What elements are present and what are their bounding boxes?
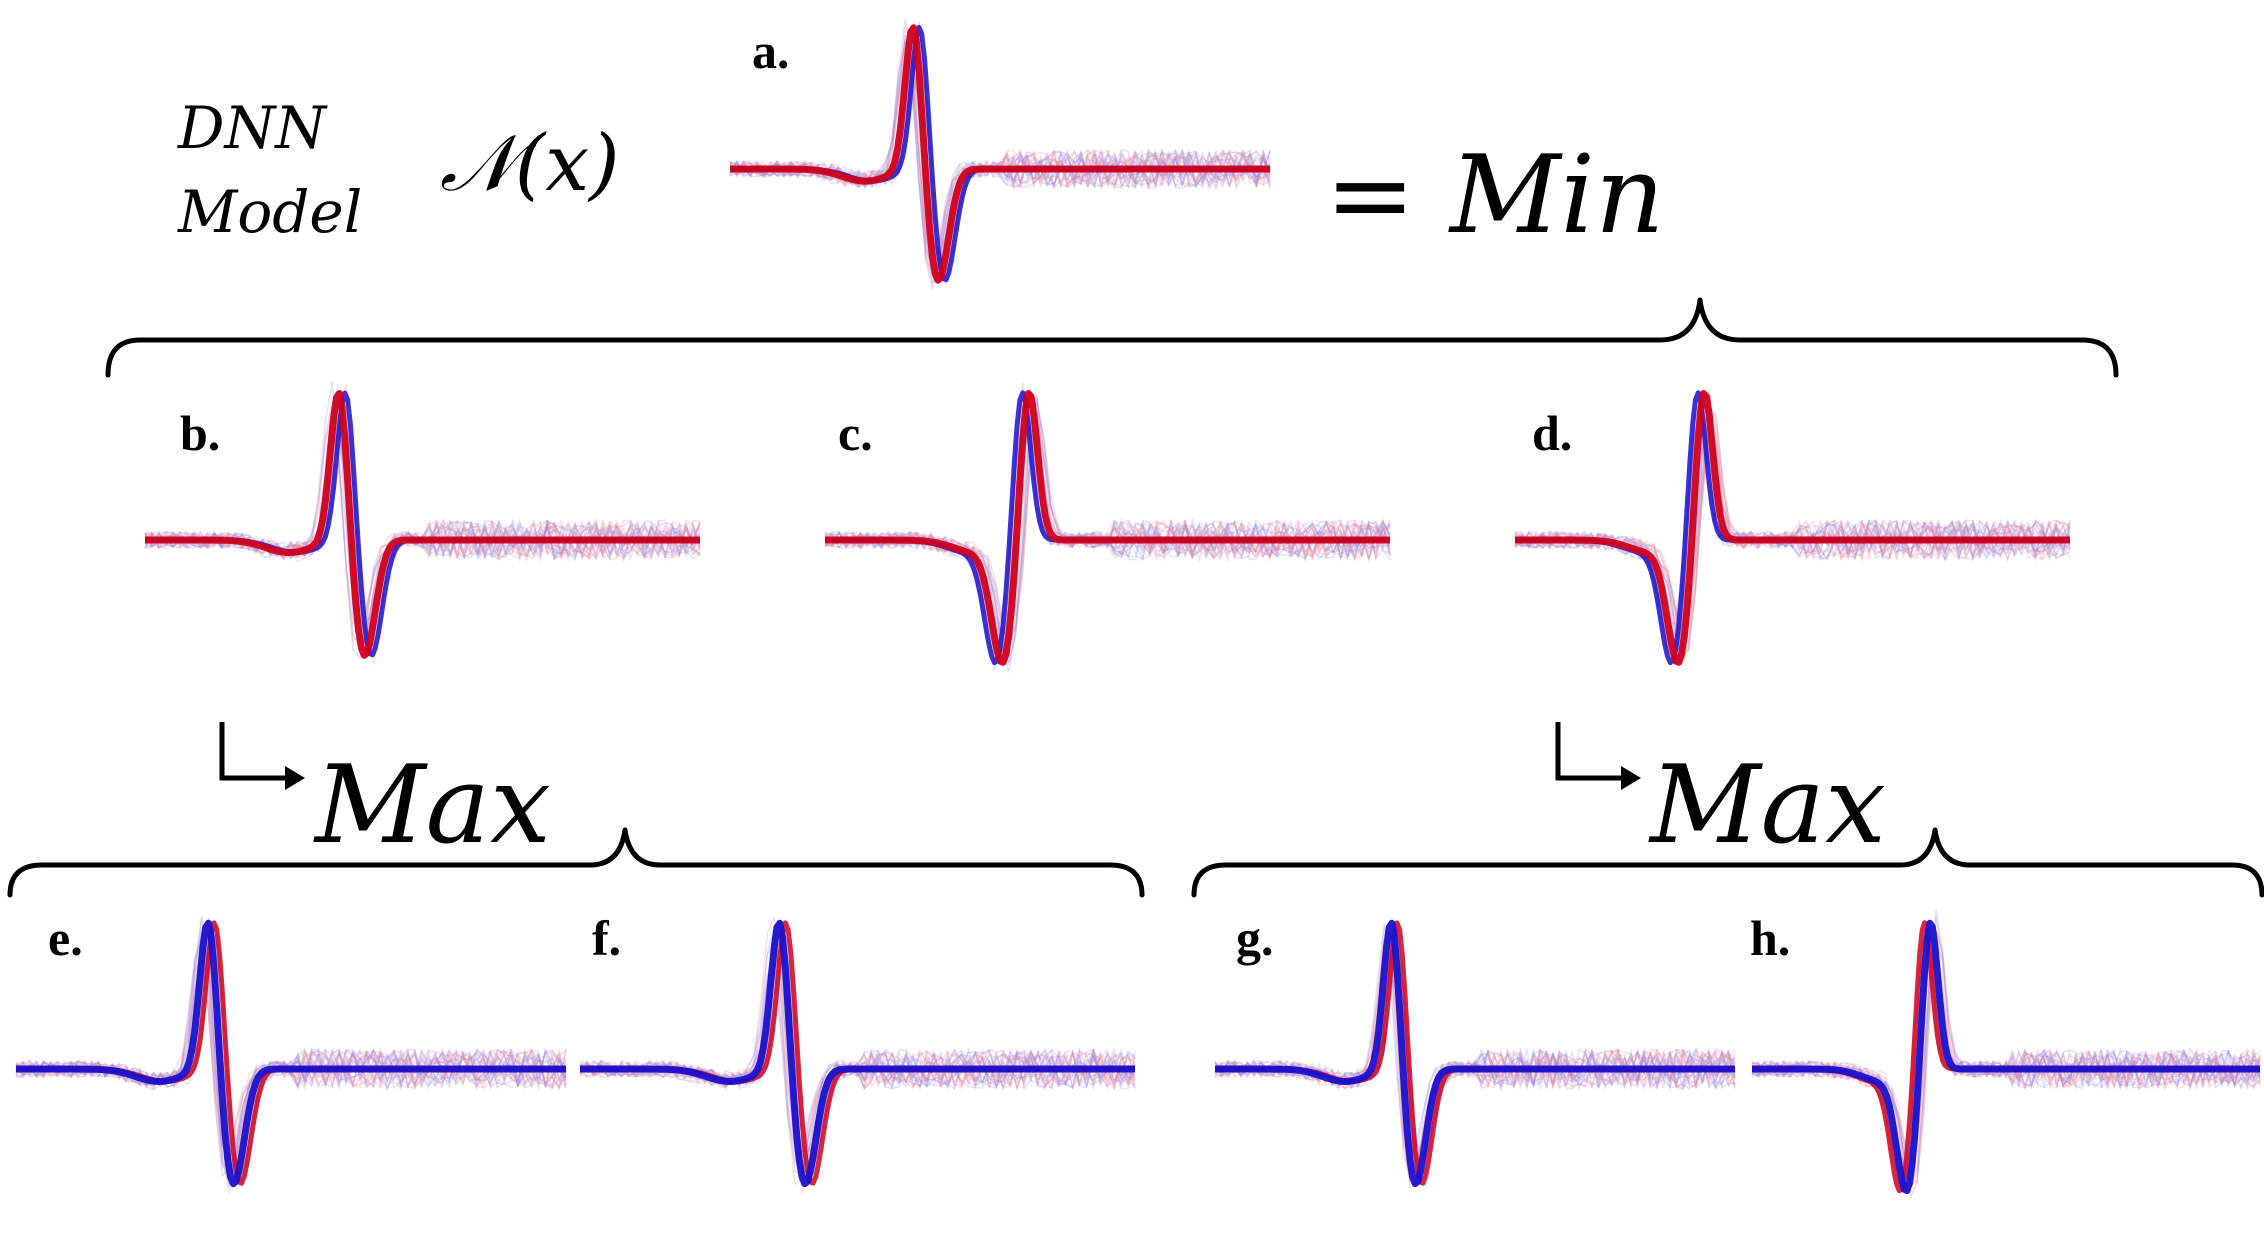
model-label-line2: Model — [177, 178, 362, 246]
max-arrow-left-head — [285, 766, 305, 790]
faint-trace — [729, 21, 1271, 285]
panel-label-c: c. — [838, 405, 873, 461]
faint-trace — [1514, 389, 2071, 658]
faint-trace — [1514, 404, 2071, 655]
faint-trace — [1514, 439, 2071, 625]
faint-trace — [729, 40, 1271, 265]
faint-trace — [579, 929, 1136, 1182]
mean-trace-dominant — [1751, 919, 2261, 1195]
mean-trace-dominant — [579, 919, 1136, 1188]
faint-trace — [1514, 396, 2071, 666]
panel-label-h: h. — [1750, 910, 1790, 966]
max-arrow-left — [219, 722, 290, 781]
faint-trace — [1514, 410, 2071, 647]
mean-trace-dominant — [1514, 390, 2071, 666]
mean-trace-dominant — [15, 919, 567, 1188]
faint-trace — [824, 390, 1391, 662]
max-operator-label-right: Max — [1648, 743, 1886, 868]
faint-trace — [579, 933, 1136, 1176]
faint-trace — [144, 425, 701, 623]
faint-trace — [1514, 426, 2071, 637]
faint-trace — [144, 381, 701, 661]
mean-trace-dominant — [729, 24, 1271, 284]
waveform-panel-f — [579, 916, 1136, 1195]
faint-trace — [824, 389, 1391, 664]
mean-trace-dominant — [144, 390, 701, 659]
panel-label-g: g. — [1236, 910, 1274, 966]
max-operator-label-left: Max — [313, 743, 551, 868]
waveform-panel-c — [824, 382, 1391, 673]
max-brace-left — [7, 827, 1145, 898]
waveform-panel-b — [144, 381, 701, 665]
faint-trace — [1514, 430, 2071, 646]
faint-trace — [1514, 425, 2071, 632]
panel-label-e: e. — [48, 910, 83, 966]
faint-trace — [144, 421, 701, 640]
model-function-label: 𝒩(x) — [440, 119, 620, 209]
waveform-panel-h — [1751, 909, 2261, 1199]
faint-trace — [1751, 940, 2261, 1188]
waveform-panel-e — [15, 916, 567, 1196]
panel-label-d: d. — [1532, 405, 1572, 461]
faint-trace — [1751, 926, 2261, 1183]
faint-trace — [144, 424, 701, 632]
faint-trace — [15, 943, 567, 1174]
mean-trace-dominant — [1214, 919, 1736, 1188]
waveform-panel-d — [1514, 389, 2071, 667]
panel-label-a: a. — [752, 23, 790, 79]
max-arrow-right — [1555, 722, 1626, 781]
faint-trace — [729, 34, 1271, 284]
faint-trace — [144, 429, 701, 630]
min-brace — [105, 297, 2119, 378]
faint-trace — [1214, 930, 1736, 1177]
faint-trace — [1751, 941, 2261, 1186]
faint-trace — [1514, 412, 2071, 648]
faint-trace — [1214, 943, 1736, 1168]
faint-trace — [1514, 432, 2071, 640]
faint-trace — [1751, 930, 2261, 1186]
faint-trace — [1515, 415, 2071, 643]
waveform-panel-a — [729, 18, 1271, 290]
faint-trace — [1214, 945, 1736, 1173]
faint-trace — [144, 411, 701, 637]
faint-trace — [1514, 427, 2071, 635]
faint-trace — [144, 415, 701, 645]
max-arrow-right-head — [1621, 766, 1641, 790]
faint-trace — [729, 57, 1271, 265]
max-brace-right — [1191, 827, 2264, 898]
panel-label-f: f. — [592, 910, 621, 966]
faint-trace — [1751, 939, 2261, 1187]
waveform-panel-g — [1214, 919, 1736, 1189]
min-operator-label: = Min — [1325, 133, 1665, 258]
mean-trace-dominant — [824, 390, 1391, 666]
panel-label-b: b. — [180, 405, 220, 461]
faint-trace — [729, 24, 1271, 282]
faint-trace — [15, 960, 567, 1162]
faint-trace — [1214, 943, 1736, 1174]
faint-trace — [579, 930, 1136, 1189]
model-label-line1: DNN — [177, 94, 328, 162]
faint-trace — [15, 916, 567, 1188]
